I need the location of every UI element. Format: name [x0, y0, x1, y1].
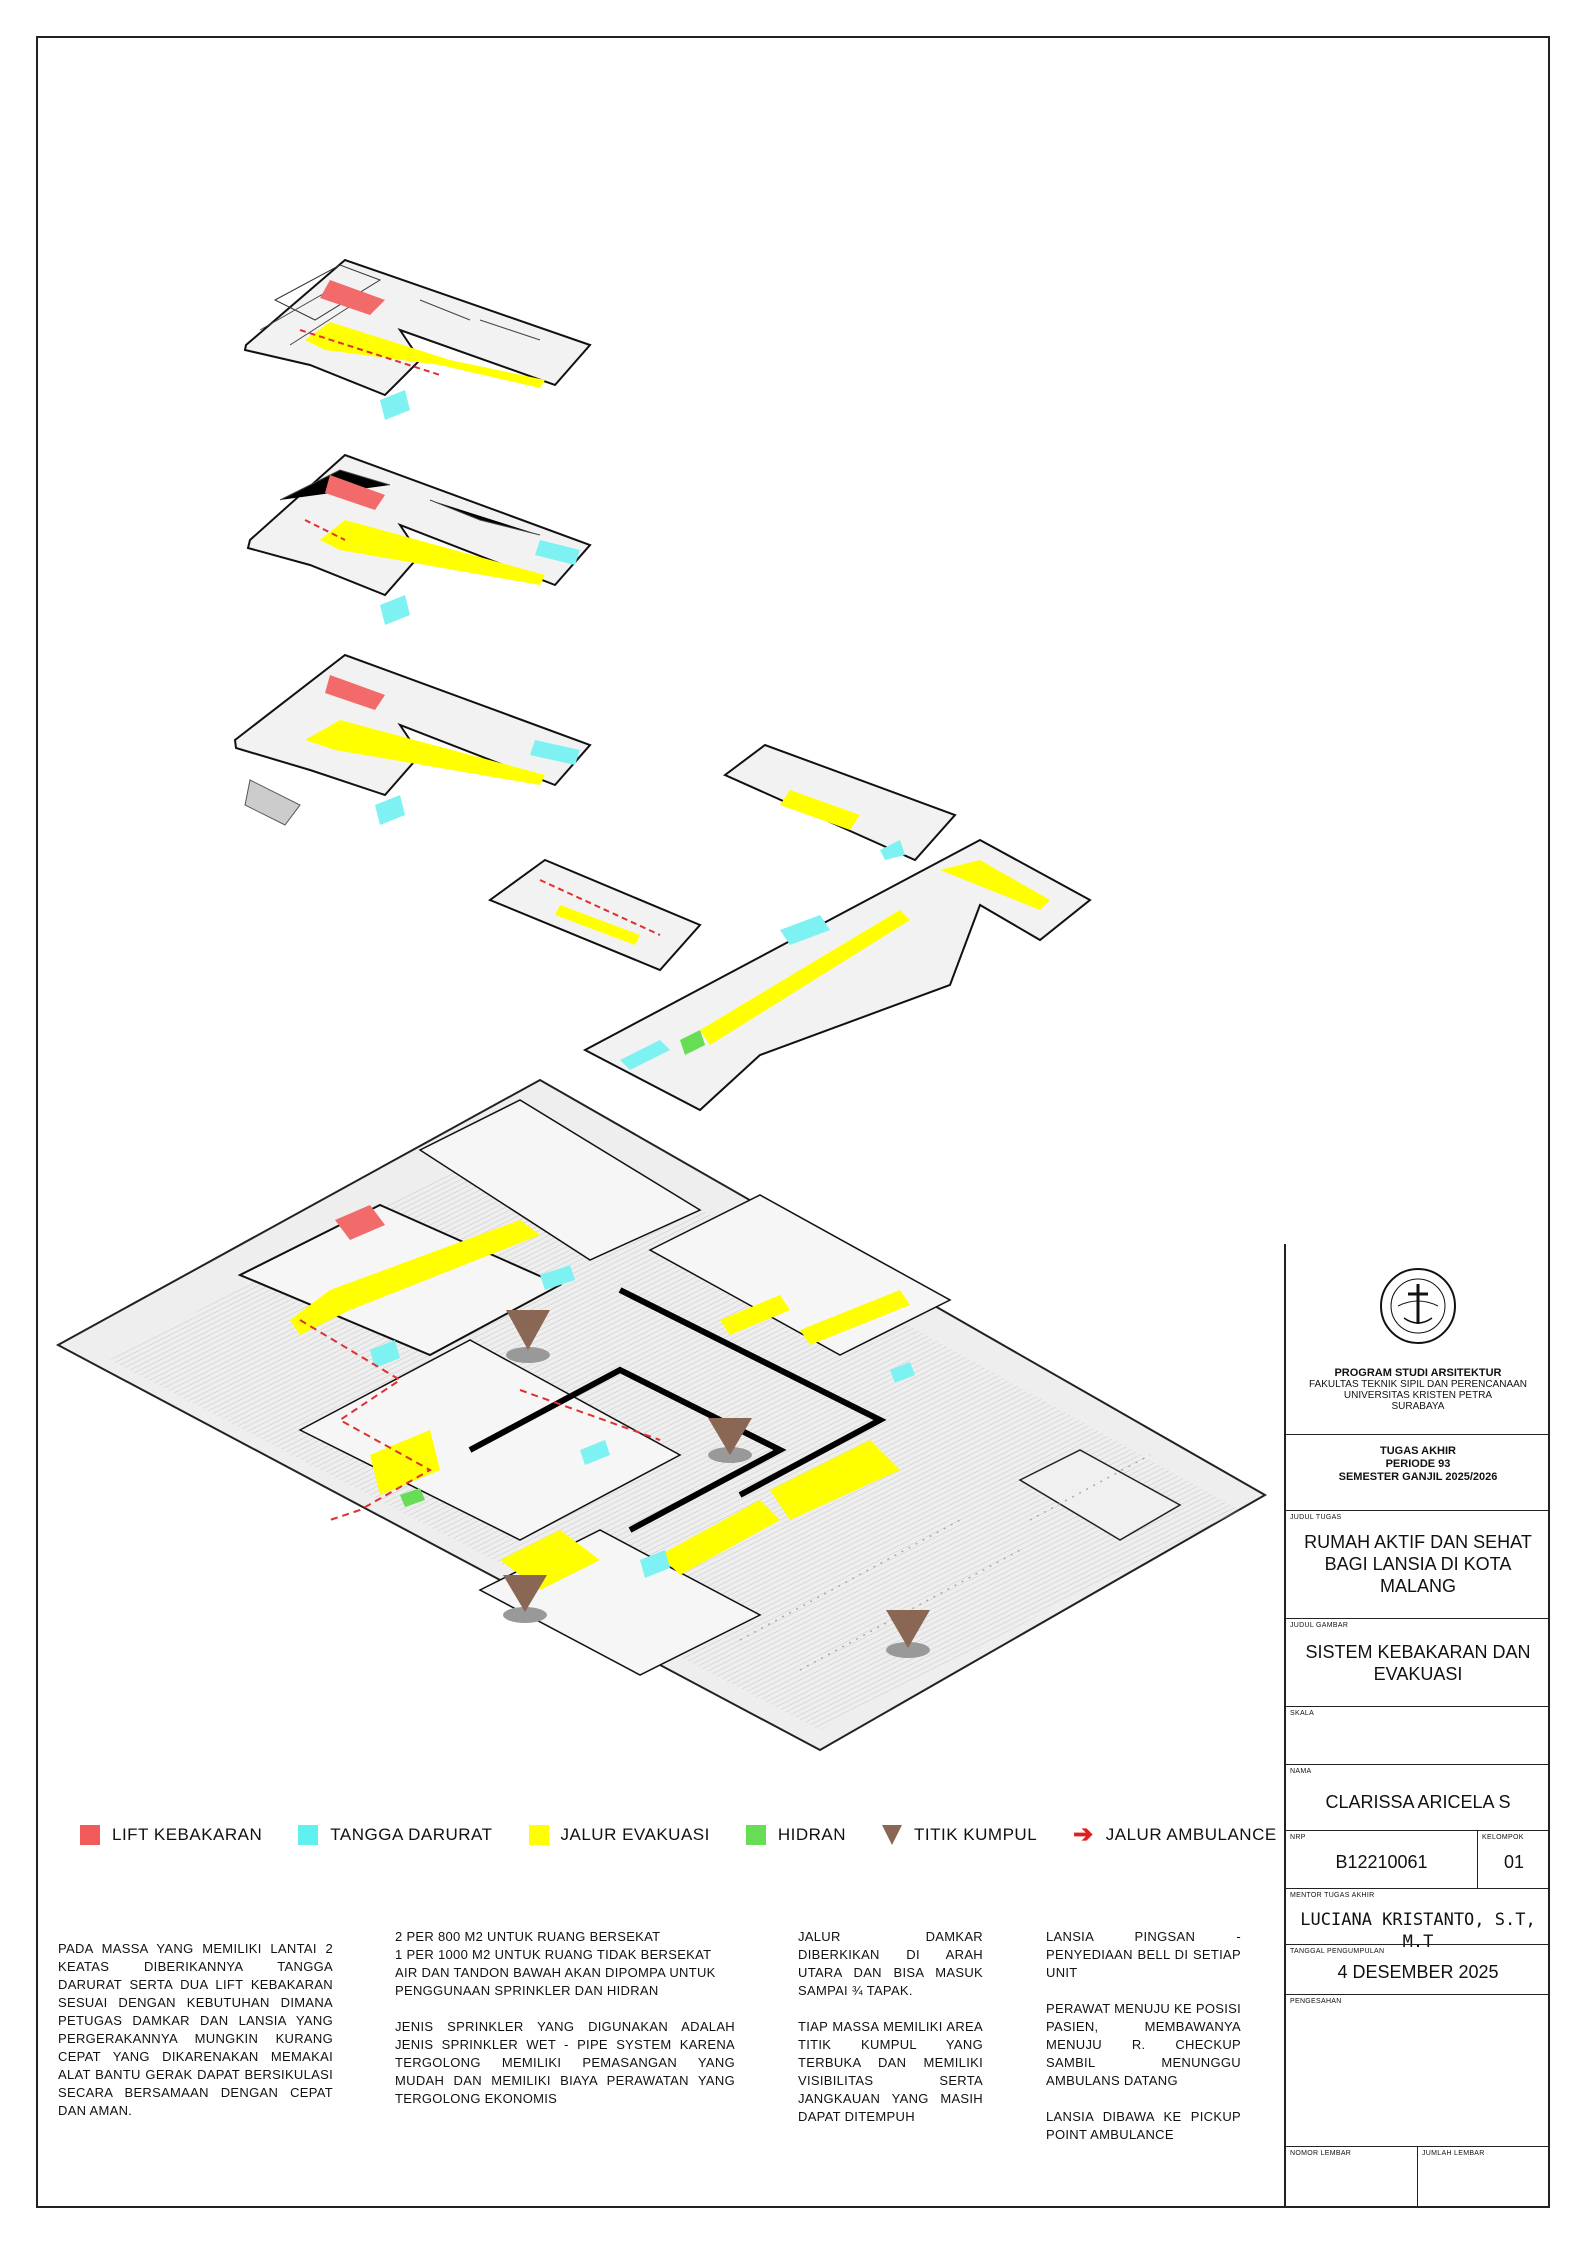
field-label: TANGGAL PENGUMPULAN [1290, 1948, 1385, 1955]
legend-item-lift: LIFT KEBAKARAN [80, 1825, 262, 1845]
field-label: SKALA [1290, 1710, 1315, 1717]
note-text: PERAWAT MENUJU KE POSISI PASIEN, MEMBAWA… [1046, 2001, 1242, 2088]
faculty-name: FAKULTAS TEKNIK SIPIL DAN PERENCANAAN [1308, 1379, 1528, 1390]
mentor-cell: MENTOR TUGAS AKHIR LUCIANA KRISTANTO, S.… [1286, 1888, 1550, 1952]
project-title: RUMAH AKTIF DAN SEHAT BAGI LANSIA DI KOT… [1304, 1532, 1532, 1596]
floor-plan-level-1 [233, 653, 592, 826]
note-text: JENIS SPRINKLER YANG DIGUNAKAN ADALAH JE… [395, 2019, 735, 2106]
field-label: MENTOR TUGAS AKHIR [1290, 1892, 1375, 1899]
field-label: JUDUL TUGAS [1290, 1514, 1342, 1521]
scale-cell: SKALA [1286, 1706, 1550, 1764]
legend-item-stairs: TANGGA DARURAT [298, 1825, 492, 1845]
assignment-semester: SEMESTER GANJIL 2025/2026 [1338, 1471, 1498, 1483]
mentor-name: LUCIANA KRISTANTO, S.T, M.T [1300, 1910, 1536, 1952]
legend-item-hydrant: HIDRAN [745, 1825, 847, 1845]
submission-date: 4 DESEMBER 2025 [1337, 1962, 1499, 1982]
arrow-right-icon: ➔ [1073, 1821, 1094, 1848]
city-name: SURABAYA [1391, 1401, 1445, 1412]
legend-label: JALUR AMBULANCE [1105, 1825, 1277, 1844]
floor-plan-level-3 [243, 258, 592, 420]
legend-label: LIFT KEBAKARAN [112, 1825, 263, 1844]
floor-plan-east-main [582, 838, 1092, 1112]
note-column-2: 2 PER 800 M2 UNTUK RUANG BERSEKAT 1 PER … [395, 1928, 735, 2126]
field-label: NRP [1290, 1834, 1306, 1841]
project-title-cell: JUDUL TUGAS RUMAH AKTIF DAN SEHAT BAGI L… [1286, 1510, 1550, 1618]
note-column-1: PADA MASSA YANG MEMILIKI LANTAI 2 KEATAS… [58, 1940, 333, 2138]
sheet-total-cell: JUMLAH LEMBAR [1418, 2146, 1550, 2208]
nrp-cell: NRP B12210061 [1286, 1830, 1478, 1888]
date-cell: TANGGAL PENGUMPULAN 4 DESEMBER 2025 [1286, 1944, 1550, 1994]
assembly-point-markers [503, 1310, 930, 1658]
legend-item-evacuation: JALUR EVAKUASI [528, 1825, 710, 1845]
legend-item-assembly: TITIK KUMPUL [882, 1825, 1037, 1845]
drawing-title-cell: JUDUL GAMBAR SISTEM KEBAKARAN DAN EVAKUA… [1286, 1618, 1550, 1706]
field-label: NOMOR LEMBAR [1290, 2150, 1352, 2157]
note-text: LANSIA PINGSAN - PENYEDIAAN BELL DI SETI… [1046, 1929, 1241, 1980]
note-text: TIAP MASSA MEMILIKI AREA TITIK KUMPUL YA… [798, 2019, 983, 2124]
hydrant-swatch-icon [745, 1825, 766, 1845]
field-label: JUDUL GAMBAR [1290, 1622, 1349, 1629]
evacuation-swatch-icon [528, 1825, 549, 1845]
university-logo-icon [1380, 1268, 1456, 1344]
university-name: UNIVERSITAS KRISTEN PETRA [1343, 1390, 1493, 1401]
drawing-frame [36, 36, 1550, 2208]
drawing-title: SISTEM KEBAKARAN DAN EVAKUASI [1305, 1642, 1531, 1684]
assignment-period: PERIODE 93 [1385, 1458, 1451, 1470]
lift-swatch-icon [80, 1825, 100, 1845]
program-name: PROGRAM STUDI ARSITEKTUR [1334, 1367, 1502, 1379]
title-block: PROGRAM STUDI ARSITEKTUR FAKULTAS TEKNIK… [1284, 1244, 1550, 2208]
note-column-4: LANSIA PINGSAN - PENYEDIAAN BELL DI SETI… [1046, 1928, 1241, 2162]
floor-plan-annex [487, 858, 702, 972]
legend-label: TITIK KUMPUL [914, 1825, 1038, 1844]
stairs-swatch-icon [298, 1825, 319, 1845]
group-cell: KELOMPOK 01 [1478, 1830, 1550, 1888]
name-cell: NAMA CLARISSA ARICELA S [1286, 1764, 1550, 1830]
assignment-info: TUGAS AKHIR PERIODE 93 SEMESTER GANJIL 2… [1286, 1434, 1550, 1510]
note-text: 2 PER 800 M2 UNTUK RUANG BERSEKAT 1 PER … [395, 1929, 716, 1998]
field-label: PENGESAHAN [1290, 1998, 1342, 2005]
note-column-3: JALUR DAMKAR DIBERKIKAN DI ARAH UTARA DA… [798, 1928, 983, 2144]
title-block-header: PROGRAM STUDI ARSITEKTUR FAKULTAS TEKNIK… [1286, 1244, 1550, 1434]
site-ground-floor [55, 1078, 1268, 1752]
axonometric-drawing [55, 258, 1268, 1752]
note-text: LANSIA DIBAWA KE PICKUP POINT AMBULANCE [1046, 2109, 1241, 2142]
floor-plan-east-upper [723, 743, 957, 862]
floor-plan-level-2 [246, 453, 592, 625]
legend-label: HIDRAN [777, 1825, 847, 1844]
student-name: CLARISSA ARICELA S [1325, 1792, 1511, 1812]
program-info: PROGRAM STUDI ARSITEKTUR FAKULTAS TEKNIK… [1286, 1367, 1550, 1413]
group-value: 01 [1503, 1852, 1525, 1872]
note-text: JALUR DAMKAR DIBERKIKAN DI ARAH UTARA DA… [798, 1929, 983, 1998]
legend: LIFT KEBAKARAN TANGGA DARURAT JALUR EVAK… [80, 1821, 1313, 1848]
sheet-number-cell: NOMOR LEMBAR [1286, 2146, 1418, 2208]
legend-label: JALUR EVAKUASI [560, 1825, 710, 1844]
note-text: PADA MASSA YANG MEMILIKI LANTAI 2 KEATAS… [58, 1941, 333, 2118]
field-label: JUMLAH LEMBAR [1422, 2150, 1485, 2157]
legend-label: TANGGA DARURAT [330, 1825, 493, 1844]
triangle-icon [882, 1825, 903, 1845]
assignment-type: TUGAS AKHIR [1380, 1445, 1456, 1457]
nrp-value: B12210061 [1335, 1852, 1428, 1872]
field-label: NAMA [1290, 1768, 1312, 1775]
approval-cell: PENGESAHAN [1286, 1994, 1550, 2146]
field-label: KELOMPOK [1482, 1834, 1524, 1841]
legend-item-ambulance: ➔ JALUR AMBULANCE [1073, 1821, 1277, 1848]
